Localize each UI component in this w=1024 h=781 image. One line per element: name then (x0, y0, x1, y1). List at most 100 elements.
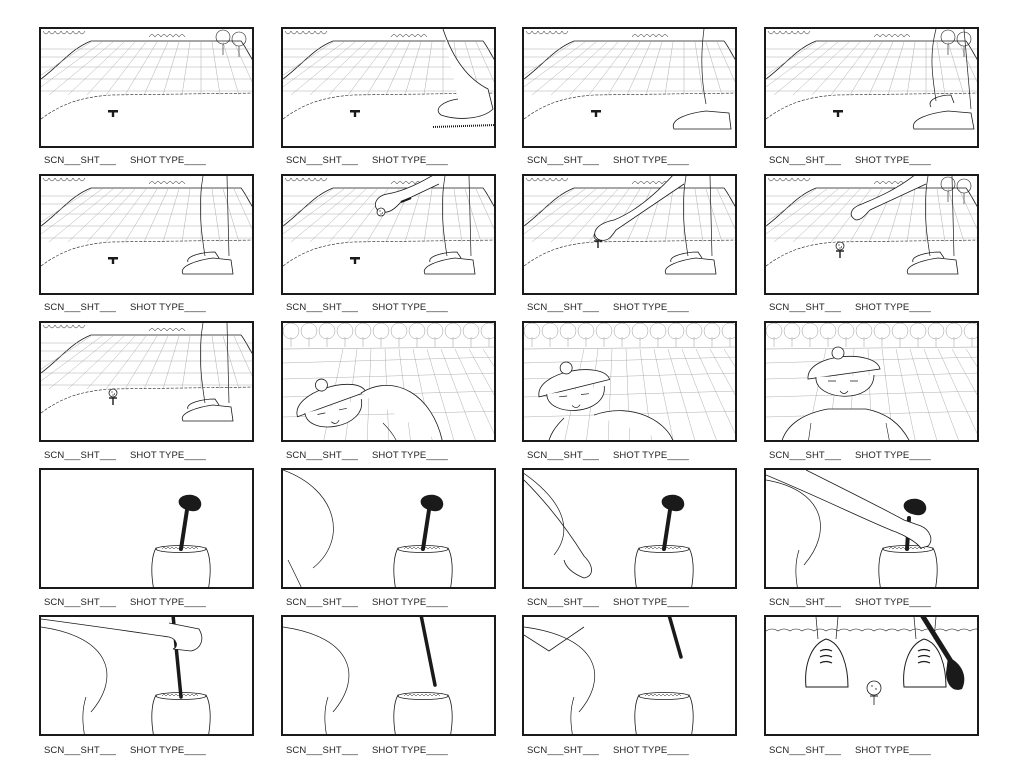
scene-field[interactable]: SCN___ (44, 450, 81, 461)
shot-field[interactable]: SHT___ (322, 450, 358, 461)
shot-field[interactable]: SHT___ (322, 597, 358, 608)
scene-field[interactable]: SCN___ (527, 450, 564, 461)
panel-caption: SCN___SHT___ SHOT TYPE____ (286, 450, 448, 461)
shot-field[interactable]: SHT___ (80, 155, 116, 166)
panel-caption: SCN___SHT___ SHOT TYPE____ (769, 302, 931, 313)
shot-field[interactable]: SHT___ (563, 155, 599, 166)
shot-type-field[interactable]: SHOT TYPE____ (129, 155, 206, 166)
shot-field[interactable]: SHT___ (805, 155, 841, 166)
panel-sketch (766, 323, 977, 440)
storyboard-panel (39, 27, 254, 148)
storyboard-panel (281, 615, 496, 736)
panel-sketch (283, 176, 494, 275)
shot-field[interactable]: SHT___ (322, 302, 358, 313)
scene-field[interactable]: SCN___ (44, 302, 81, 313)
panel-caption: SCN___SHT___ SHOT TYPE____ (286, 597, 448, 608)
panel-caption: SCN___SHT___ SHOT TYPE____ (286, 302, 448, 313)
panel-caption: SCN___SHT___ SHOT TYPE____ (527, 302, 689, 313)
shot-type-field[interactable]: SHOT TYPE____ (371, 597, 448, 608)
panel-caption: SCN___SHT___ SHOT TYPE____ (44, 302, 206, 313)
shot-field[interactable]: SHT___ (322, 155, 358, 166)
storyboard-panel (764, 468, 979, 589)
shot-type-field[interactable]: SHOT TYPE____ (129, 302, 206, 313)
shot-field[interactable]: SHT___ (805, 450, 841, 461)
scene-field[interactable]: SCN___ (769, 597, 806, 608)
panel-caption: SCN___SHT___ SHOT TYPE____ (44, 155, 206, 166)
scene-field[interactable]: SCN___ (769, 155, 806, 166)
scene-field[interactable]: SCN___ (527, 155, 564, 166)
panel-caption: SCN___SHT___ SHOT TYPE____ (769, 597, 931, 608)
panel-sketch (524, 29, 735, 130)
scene-field[interactable]: SCN___ (527, 597, 564, 608)
storyboard-panel (764, 615, 979, 736)
scene-field[interactable]: SCN___ (769, 745, 806, 756)
storyboard-panel (281, 321, 496, 442)
shot-field[interactable]: SHT___ (563, 745, 599, 756)
panel-caption: SCN___SHT___ SHOT TYPE____ (286, 155, 448, 166)
scene-field[interactable]: SCN___ (286, 155, 323, 166)
panel-sketch (524, 617, 694, 734)
shot-type-field[interactable]: SHOT TYPE____ (854, 450, 931, 461)
panel-sketch (151, 494, 211, 587)
panel-sketch (283, 323, 494, 440)
shot-type-field[interactable]: SHOT TYPE____ (371, 745, 448, 756)
storyboard-panel (764, 174, 979, 295)
panel-sketch (766, 617, 977, 705)
panel-caption: SCN___SHT___ SHOT TYPE____ (286, 745, 448, 756)
storyboard-panel (281, 174, 496, 295)
shot-type-field[interactable]: SHOT TYPE____ (854, 597, 931, 608)
scene-field[interactable]: SCN___ (286, 302, 323, 313)
shot-type-field[interactable]: SHOT TYPE____ (612, 155, 689, 166)
scene-field[interactable]: SCN___ (44, 155, 81, 166)
storyboard-panel (764, 27, 979, 148)
panel-sketch (283, 470, 453, 587)
shot-type-field[interactable]: SHOT TYPE____ (371, 302, 448, 313)
shot-type-field[interactable]: SHOT TYPE____ (129, 745, 206, 756)
storyboard-panel (522, 174, 737, 295)
panel-caption: SCN___SHT___ SHOT TYPE____ (527, 745, 689, 756)
storyboard-panel (39, 174, 254, 295)
shot-field[interactable]: SHT___ (563, 302, 599, 313)
shot-field[interactable]: SHT___ (322, 745, 358, 756)
shot-type-field[interactable]: SHOT TYPE____ (854, 302, 931, 313)
scene-field[interactable]: SCN___ (769, 302, 806, 313)
shot-field[interactable]: SHT___ (80, 302, 116, 313)
panel-sketch (283, 29, 494, 128)
shot-field[interactable]: SHT___ (80, 745, 116, 756)
shot-type-field[interactable]: SHOT TYPE____ (612, 597, 689, 608)
shot-field[interactable]: SHT___ (805, 302, 841, 313)
panel-caption: SCN___SHT___ SHOT TYPE____ (527, 597, 689, 608)
shot-type-field[interactable]: SHOT TYPE____ (612, 450, 689, 461)
storyboard-panel (39, 615, 254, 736)
storyboard-panel (522, 615, 737, 736)
shot-type-field[interactable]: SHOT TYPE____ (612, 745, 689, 756)
scene-field[interactable]: SCN___ (527, 302, 564, 313)
shot-type-field[interactable]: SHOT TYPE____ (854, 155, 931, 166)
scene-field[interactable]: SCN___ (769, 450, 806, 461)
shot-field[interactable]: SHT___ (805, 745, 841, 756)
shot-type-field[interactable]: SHOT TYPE____ (854, 745, 931, 756)
shot-type-field[interactable]: SHOT TYPE____ (129, 597, 206, 608)
shot-type-field[interactable]: SHOT TYPE____ (612, 302, 689, 313)
scene-field[interactable]: SCN___ (286, 745, 323, 756)
panel-sketch (766, 29, 977, 130)
shot-type-field[interactable]: SHOT TYPE____ (371, 155, 448, 166)
storyboard-panel (39, 321, 254, 442)
panel-caption: SCN___SHT___ SHOT TYPE____ (44, 450, 206, 461)
shot-type-field[interactable]: SHOT TYPE____ (129, 450, 206, 461)
scene-field[interactable]: SCN___ (286, 450, 323, 461)
panel-caption: SCN___SHT___ SHOT TYPE____ (769, 155, 931, 166)
panel-caption: SCN___SHT___ SHOT TYPE____ (527, 450, 689, 461)
shot-field[interactable]: SHT___ (563, 597, 599, 608)
shot-field[interactable]: SHT___ (80, 450, 116, 461)
panel-sketch (524, 473, 694, 587)
panel-caption: SCN___SHT___ SHOT TYPE____ (44, 745, 206, 756)
shot-field[interactable]: SHT___ (805, 597, 841, 608)
scene-field[interactable]: SCN___ (286, 597, 323, 608)
scene-field[interactable]: SCN___ (44, 745, 81, 756)
shot-type-field[interactable]: SHOT TYPE____ (371, 450, 448, 461)
shot-field[interactable]: SHT___ (80, 597, 116, 608)
shot-field[interactable]: SHT___ (563, 450, 599, 461)
scene-field[interactable]: SCN___ (527, 745, 564, 756)
scene-field[interactable]: SCN___ (44, 597, 81, 608)
